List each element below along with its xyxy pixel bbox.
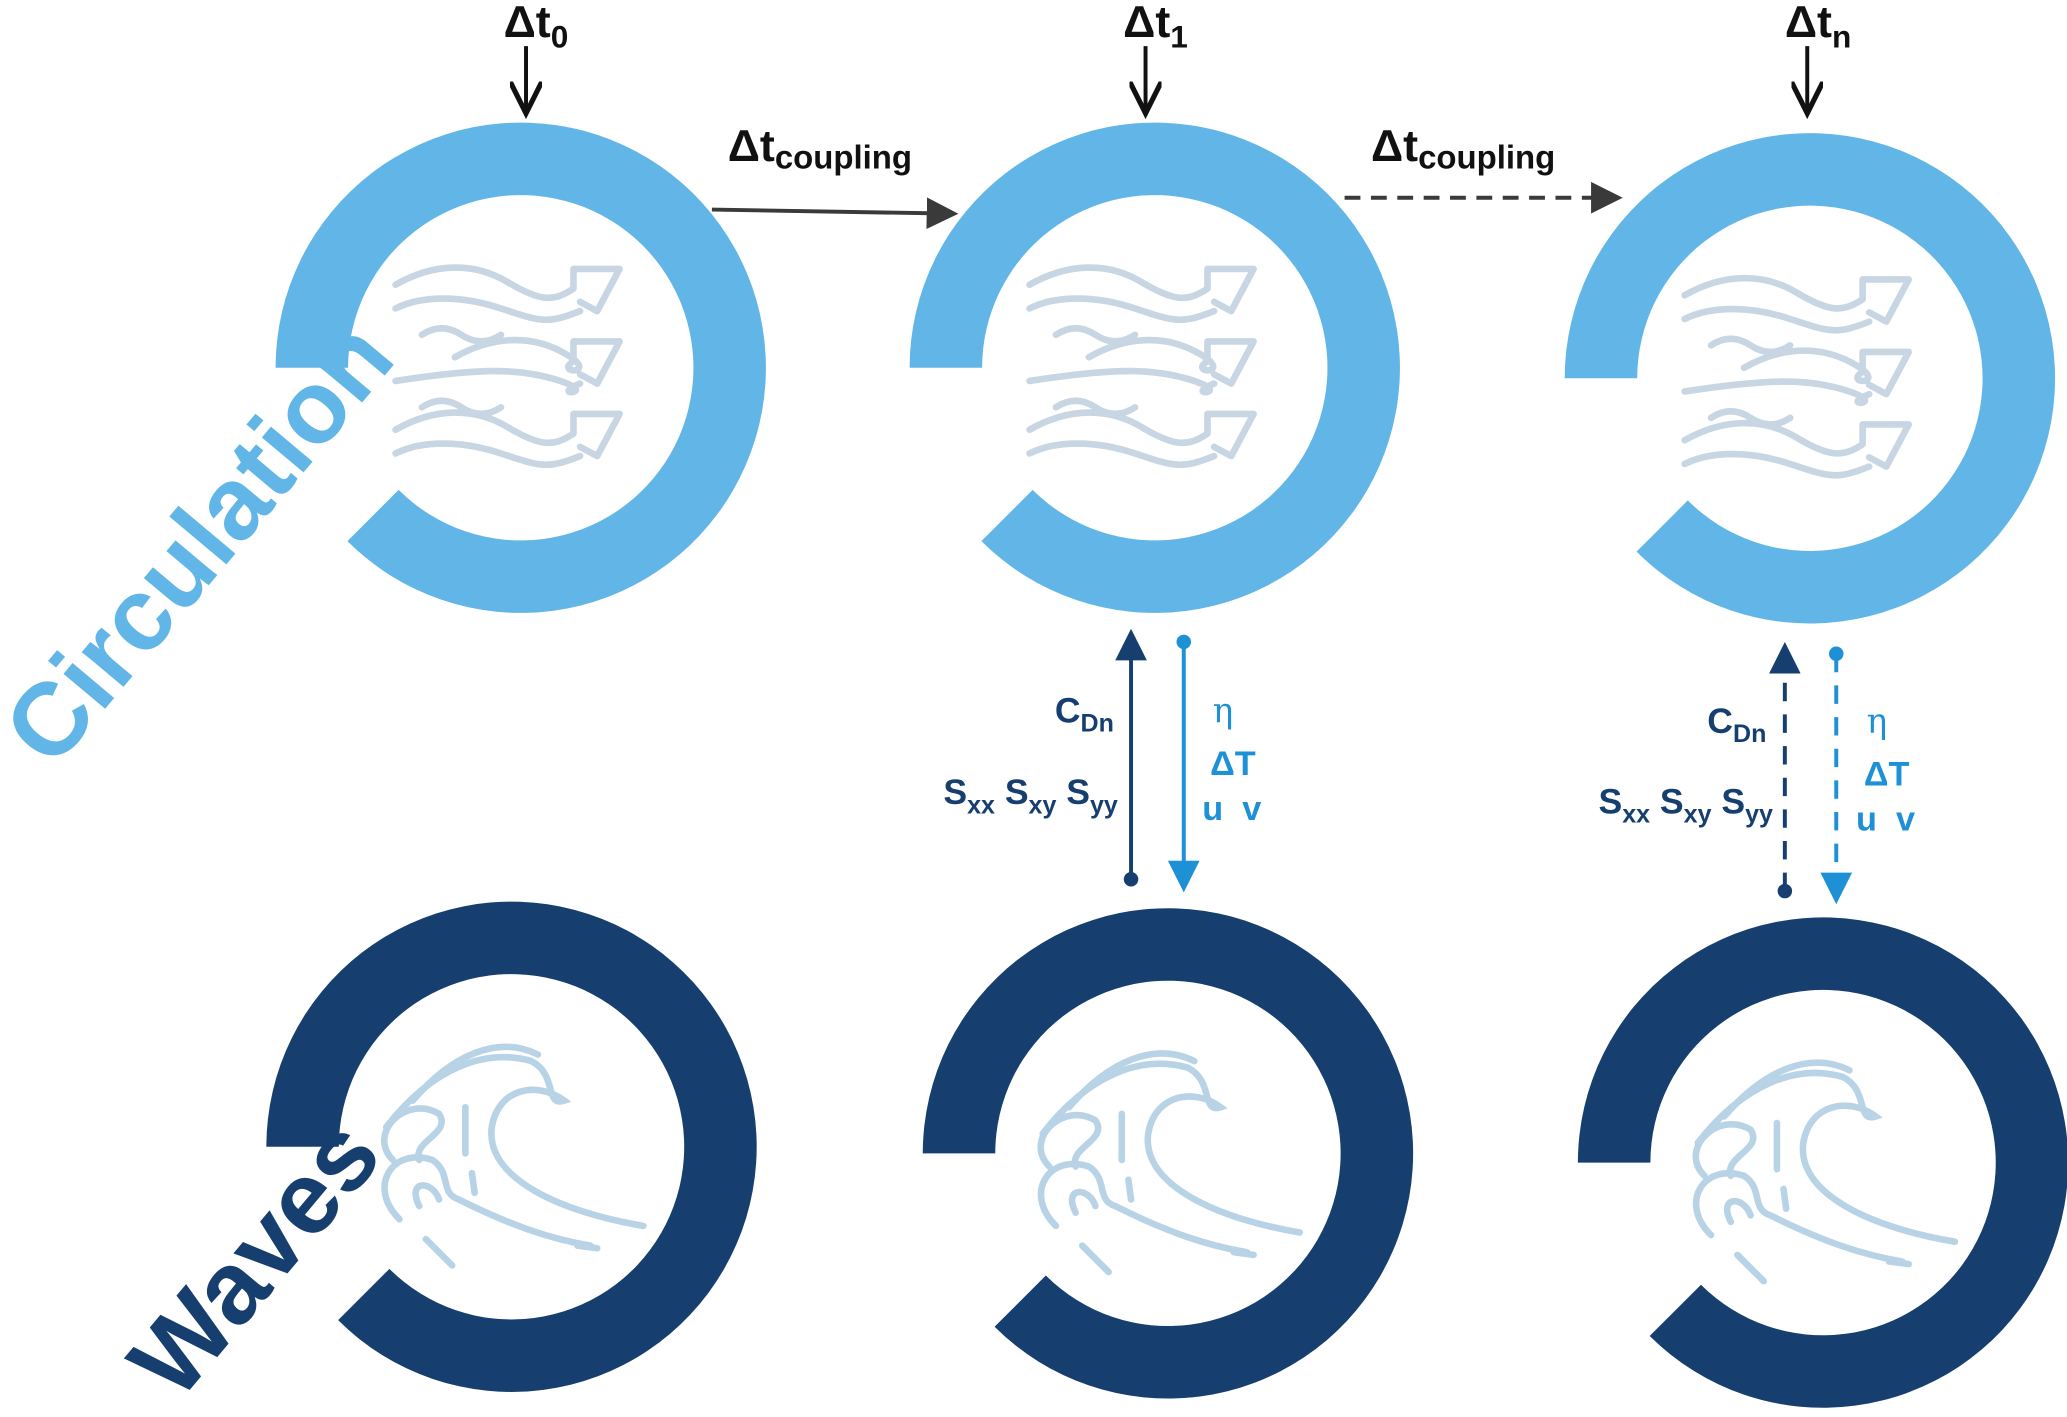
exchange-t1: CDn Sxx Sxy Syy η ΔT u v bbox=[943, 628, 1261, 893]
timestep-0: Δt0 bbox=[504, 0, 569, 113]
arrow-origin-dot bbox=[1123, 871, 1139, 887]
coupling-step-1: Δtcoupling bbox=[711, 121, 959, 230]
arrow-origin-dot bbox=[1828, 646, 1844, 662]
svg-text:Δtcoupling: Δtcoupling bbox=[728, 121, 912, 176]
wind-icon bbox=[392, 264, 623, 468]
waves-model-ring bbox=[922, 908, 1414, 1399]
eta-label: η bbox=[1213, 691, 1234, 731]
svg-text:Δtcoupling: Δtcoupling bbox=[1371, 121, 1555, 176]
wave-icon bbox=[381, 1043, 647, 1269]
radiation-stress-label: Sxx Sxy Syy bbox=[1598, 781, 1773, 828]
coupling-arrow-solid bbox=[711, 197, 959, 230]
delta-t-label: ΔT bbox=[1210, 745, 1256, 783]
radiation-stress-label: Sxx Sxy Syy bbox=[943, 772, 1118, 819]
svg-text:Δtn: Δtn bbox=[1785, 0, 1851, 54]
drag-coefficient-label: CDn bbox=[1055, 690, 1114, 737]
wave-icon bbox=[1692, 1059, 1959, 1285]
arrow-origin-dot bbox=[1176, 634, 1192, 650]
eta-label: η bbox=[1867, 702, 1888, 742]
timestep-1: Δt1 bbox=[1123, 0, 1188, 113]
drag-coefficient-label: CDn bbox=[1707, 701, 1766, 748]
waves-model-ring bbox=[1577, 917, 2067, 1408]
circulation-model-ring bbox=[909, 122, 1400, 613]
circulation-model-ring bbox=[275, 122, 766, 613]
circulation-model-ring bbox=[1564, 133, 2056, 624]
waves-model-ring bbox=[266, 901, 757, 1392]
exchange-tn: CDn Sxx Sxy Syy η ΔT u v bbox=[1598, 641, 1915, 905]
uv-label: u v bbox=[1202, 790, 1261, 828]
delta-t-label: ΔT bbox=[1864, 756, 1910, 794]
coupling-step-2: Δtcoupling bbox=[1344, 121, 1623, 214]
wind-icon bbox=[1681, 274, 1913, 479]
wind-icon bbox=[1026, 264, 1257, 468]
arrow-origin-dot bbox=[1777, 883, 1793, 899]
wave-icon bbox=[1037, 1050, 1304, 1276]
svg-text:Δt0: Δt0 bbox=[504, 0, 569, 54]
waves-label: Waves bbox=[107, 1097, 402, 1417]
uv-label: u v bbox=[1856, 800, 1915, 838]
timestep-n: Δtn bbox=[1785, 0, 1851, 113]
svg-text:Δt1: Δt1 bbox=[1123, 0, 1188, 54]
